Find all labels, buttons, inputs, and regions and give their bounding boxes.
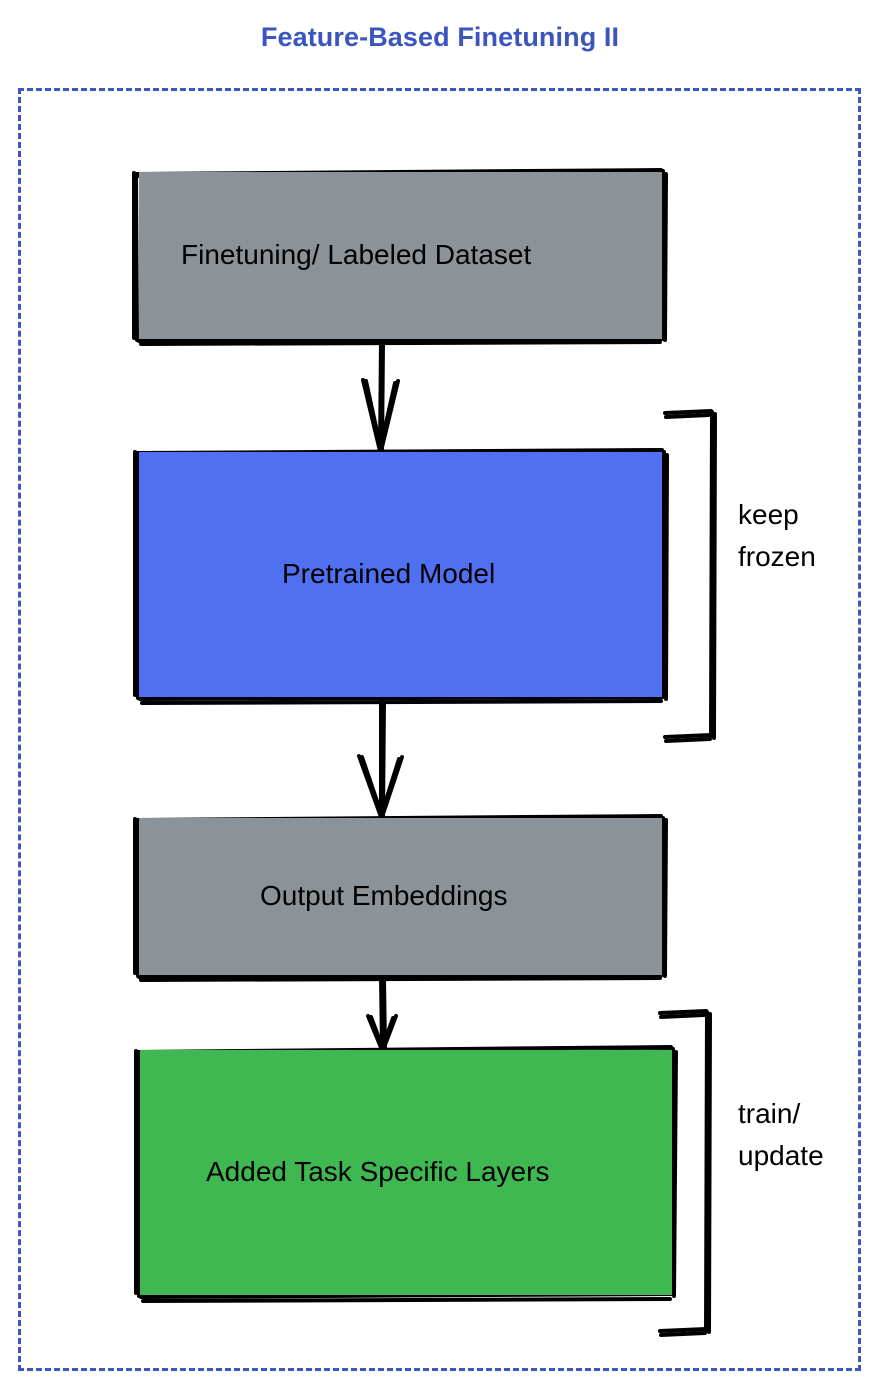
page-title: Feature-Based Finetuning II xyxy=(260,22,620,52)
node-dataset-label: Finetuning/ Labeled Dataset xyxy=(181,239,532,271)
annotation-train-update-line2: update xyxy=(738,1140,824,1171)
arrow-pretrained-to-embeddings xyxy=(357,697,404,819)
node-embeddings-label: Output Embeddings xyxy=(260,880,508,912)
node-dataset[interactable]: Finetuning/ Labeled Dataset xyxy=(139,172,662,339)
node-pretrained-label: Pretrained Model xyxy=(282,558,496,590)
annotation-train-update-line1: train/ xyxy=(738,1098,801,1129)
arrow-dataset-to-pretrained xyxy=(361,339,400,453)
bracket-keep-frozen xyxy=(663,409,717,743)
node-pretrained[interactable]: Pretrained Model xyxy=(139,452,662,697)
arrow-embeddings-to-task-layers xyxy=(366,975,398,1052)
node-embeddings[interactable]: Output Embeddings xyxy=(139,818,662,975)
node-task-layers-label: Added Task Specific Layers xyxy=(206,1156,550,1188)
annotation-keep-frozen-line2: frozen xyxy=(738,541,816,572)
annotation-keep-frozen-line1: keep xyxy=(738,499,799,530)
annotation-train-update: train/ update xyxy=(738,1093,824,1177)
annotation-keep-frozen: keep frozen xyxy=(738,494,816,578)
node-task-layers[interactable]: Added Task Specific Layers xyxy=(140,1050,672,1295)
